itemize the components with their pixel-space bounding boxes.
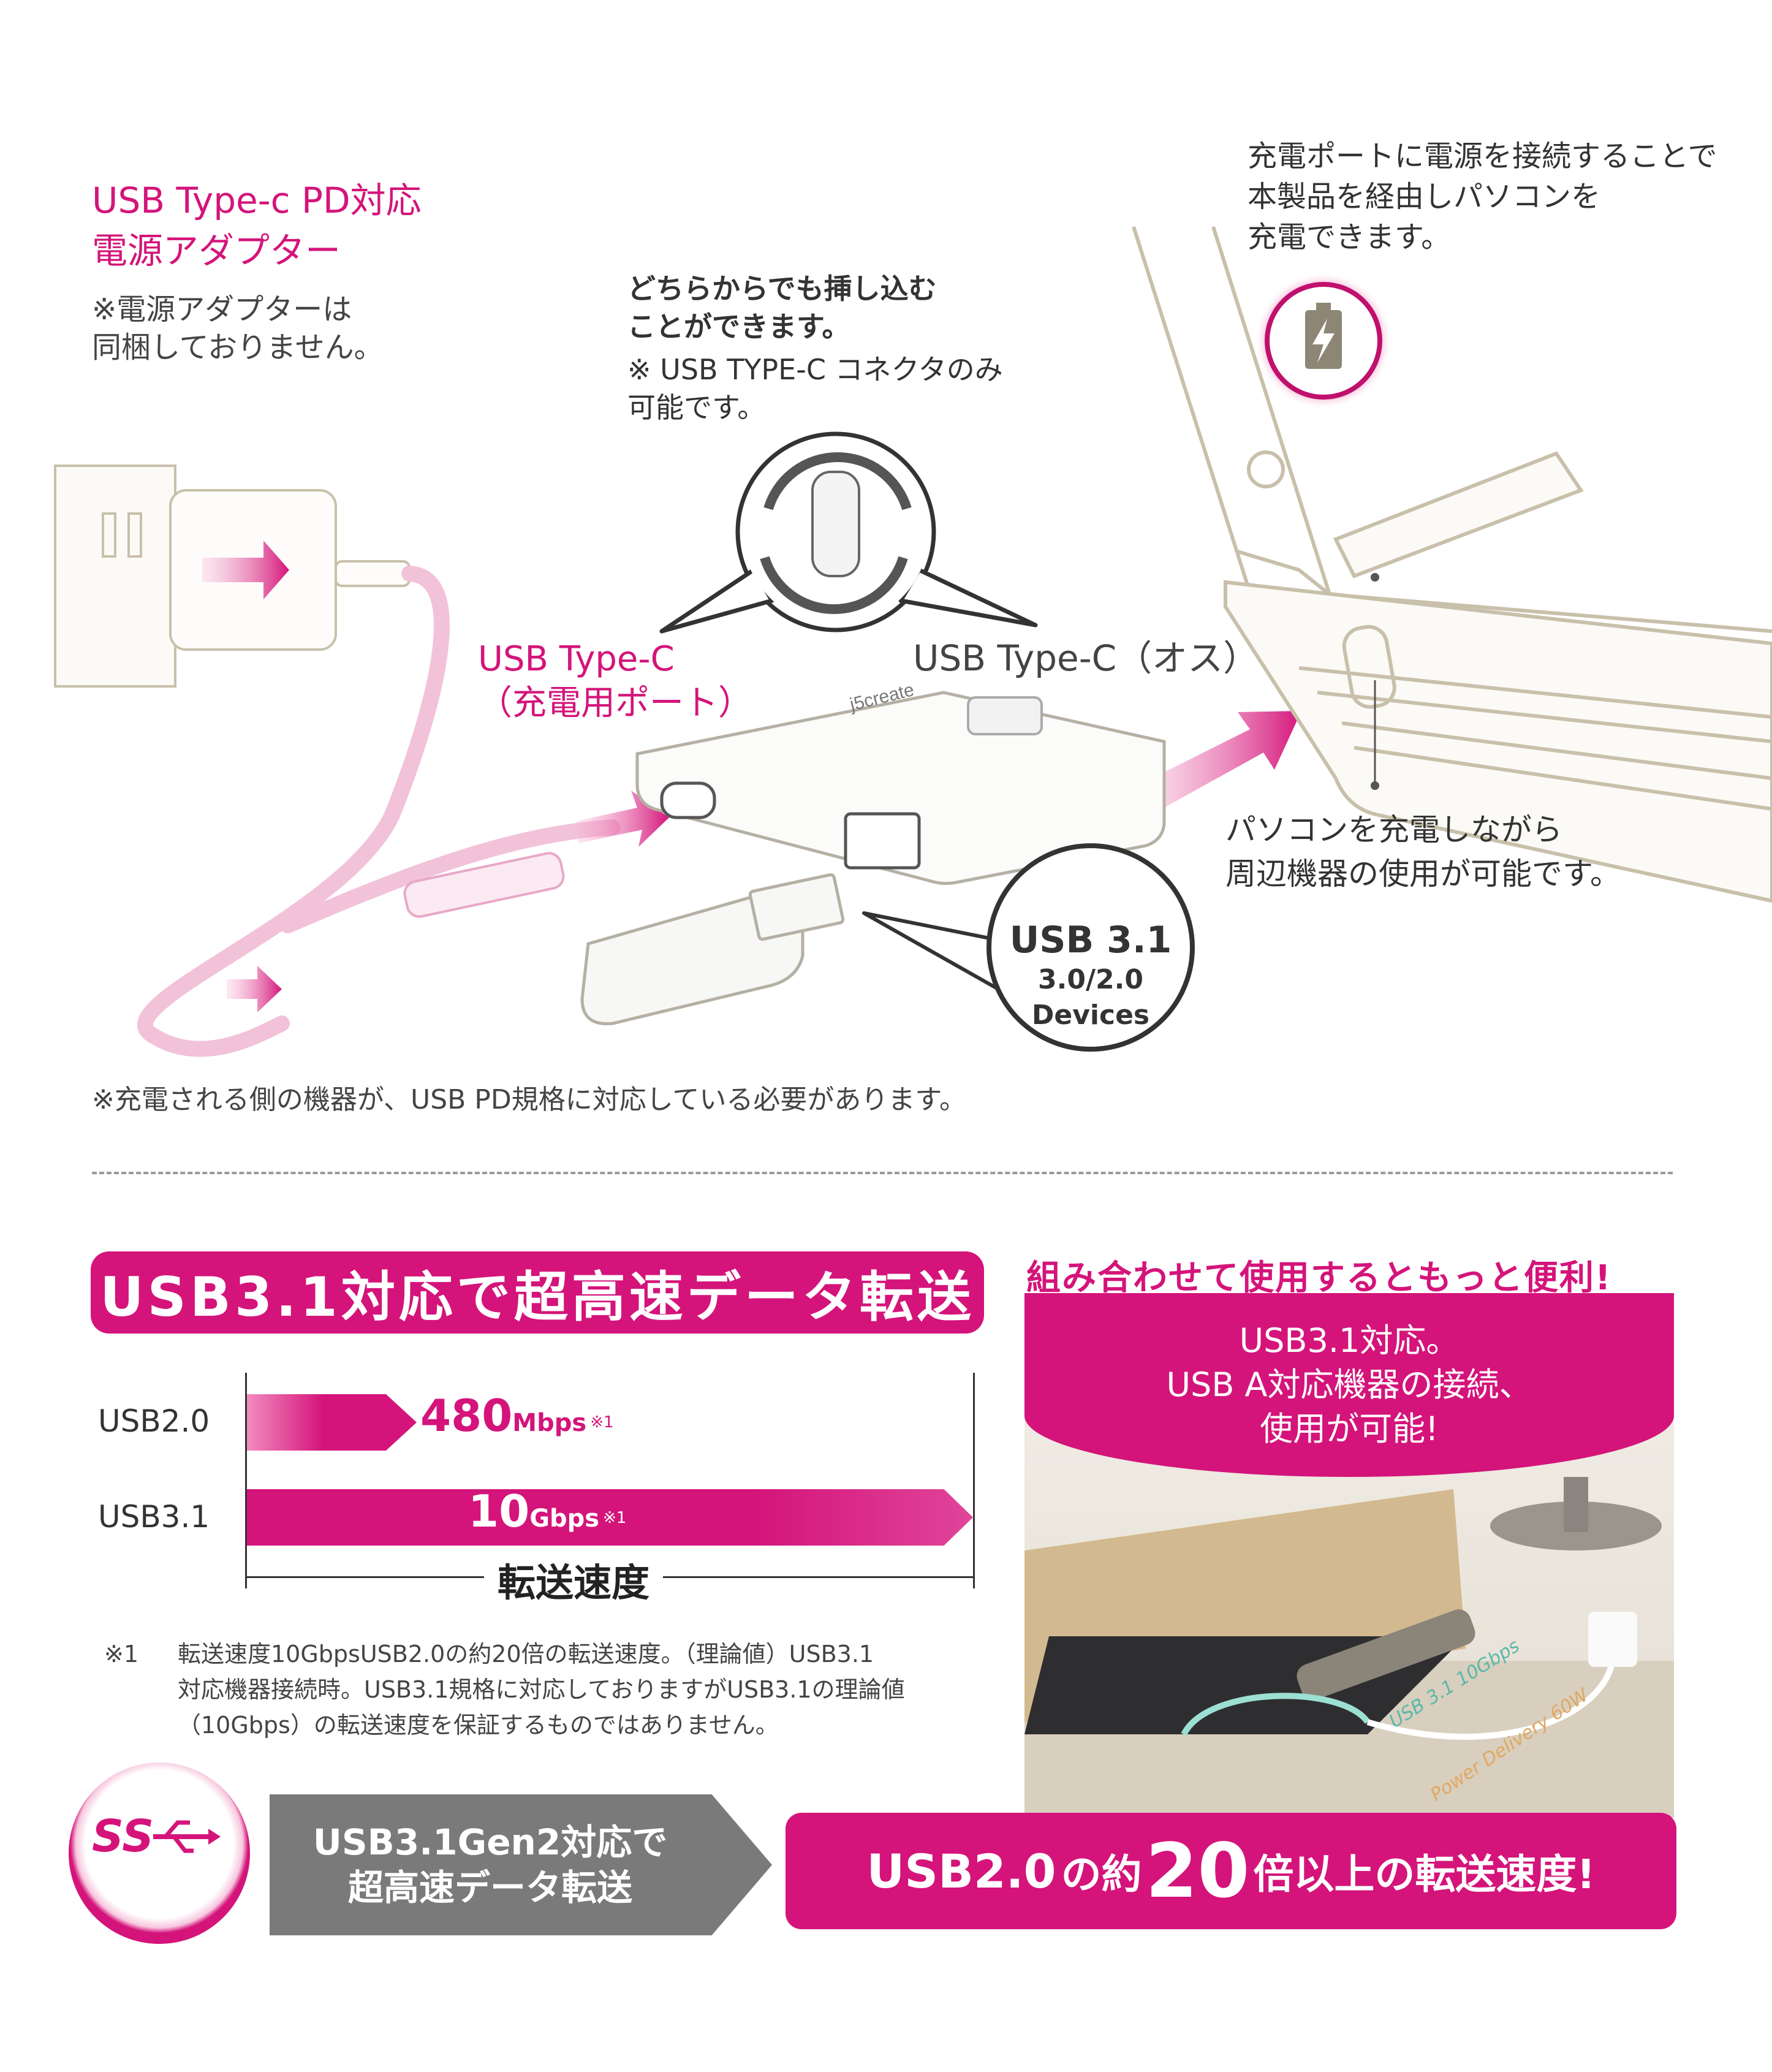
- value-usb31: 10Gbps※1: [468, 1486, 626, 1537]
- combo-headline: USB3.1対応。 USB A対応機器の接続、 使用が可能!: [1024, 1293, 1674, 1477]
- reversible-title: どちらからでも挿し込む ことができます。: [627, 272, 937, 343]
- usb-hub: [635, 691, 1166, 886]
- speed-banner: USB3.1対応で超高速データ転送: [91, 1251, 984, 1334]
- wall-outlet: [54, 465, 176, 688]
- value-usb20-unit: Mbps: [512, 1409, 587, 1437]
- reversible-bubble: [659, 431, 1038, 634]
- combo-photo-art: [1024, 1477, 1674, 1818]
- pd-footnote: ※充電される側の機器が、USB PD規格に対応している必要があります。: [92, 1084, 966, 1115]
- cable-arrow: [227, 966, 282, 1012]
- value-usb31-number: 10: [468, 1486, 530, 1537]
- claim-part-c: 20: [1145, 1827, 1250, 1915]
- section-divider: [92, 1172, 1673, 1174]
- value-usb20-mark: ※1: [590, 1413, 614, 1432]
- port-male-label: USB Type-C（オス）: [913, 637, 1259, 679]
- usb31-line3: Devices: [1031, 1000, 1150, 1031]
- product-illustration: j5create: [54, 226, 1772, 1057]
- value-usb31-mark: ※1: [603, 1508, 627, 1527]
- usb31-badge-label: USB 3.1: [110, 1880, 208, 1905]
- row-label-usb20: USB2.0: [98, 1403, 210, 1439]
- adapter-title: USB Type-c PD対応 電源アダプター: [92, 180, 422, 271]
- male-arrow: [1127, 711, 1301, 821]
- ss-logo-text: SS: [92, 1810, 154, 1862]
- usb31-line1: USB 3.1: [1009, 919, 1172, 962]
- combo-title: 組み合わせて使用するともっと便利!: [1026, 1258, 1612, 1298]
- value-usb20-number: 480: [420, 1390, 513, 1441]
- axis-right-tick: [973, 1373, 975, 1588]
- speed-footnote-mark: ※1: [104, 1641, 139, 1668]
- combo-photo: USB 3.1 10Gbps Power Delivery 60W: [1024, 1293, 1674, 1818]
- usb-flash-drive: [580, 873, 845, 1025]
- row-label-usb31: USB3.1: [98, 1499, 210, 1535]
- usb-trident-icon: [153, 1820, 221, 1853]
- pc-usage-note: パソコンを充電しながら 周辺機器の使用が可能です。: [1225, 812, 1621, 892]
- usb31-line2: 3.0/2.0: [1038, 964, 1143, 995]
- charge-note: 充電ポートに電源を接続することで 本製品を経由しパソコンを 充電できます。: [1248, 139, 1717, 254]
- value-usb31-unit: Gbps: [529, 1505, 600, 1533]
- bar-usb20: [246, 1394, 417, 1451]
- speed-footnote: 転送速度10GbpsUSB2.0の約20倍の転送速度。（理論値）USB3.1 対…: [178, 1641, 905, 1739]
- gen2-arrow: [270, 1794, 772, 1935]
- laptop: [1132, 226, 1772, 903]
- speed-claim-box: USB2.0 の約 20 倍以上の転送速度!: [786, 1813, 1676, 1929]
- value-usb20: 480Mbps※1: [420, 1390, 614, 1441]
- bar-usb31: [246, 1489, 973, 1546]
- reversible-note: ※ USB TYPE-C コネクタのみ 可能です。: [627, 353, 1003, 424]
- axis-left-tick: [245, 1373, 247, 1588]
- claim-part-a: USB2.0: [866, 1843, 1056, 1899]
- gen2-text: USB3.1Gen2対応で 超高速データ転送: [312, 1821, 668, 1908]
- claim-part-b: の約: [1061, 1851, 1142, 1898]
- usb31-bubble-text: USB 3.1 3.0/2.0 Devices: [994, 918, 1187, 1033]
- usb31-ss-badge: [69, 1763, 250, 1944]
- claim-part-d: 倍以上の転送速度!: [1253, 1851, 1596, 1898]
- adapter-note: ※電源アダプターは 同梱しておりません。: [92, 292, 384, 365]
- port-charge-label: USB Type-C （充電用ポート）: [478, 639, 752, 723]
- adapter-arrow: [202, 541, 289, 599]
- speed-axis-label: 転送速度: [484, 1552, 664, 1607]
- usb31-bubble: [862, 843, 1195, 1052]
